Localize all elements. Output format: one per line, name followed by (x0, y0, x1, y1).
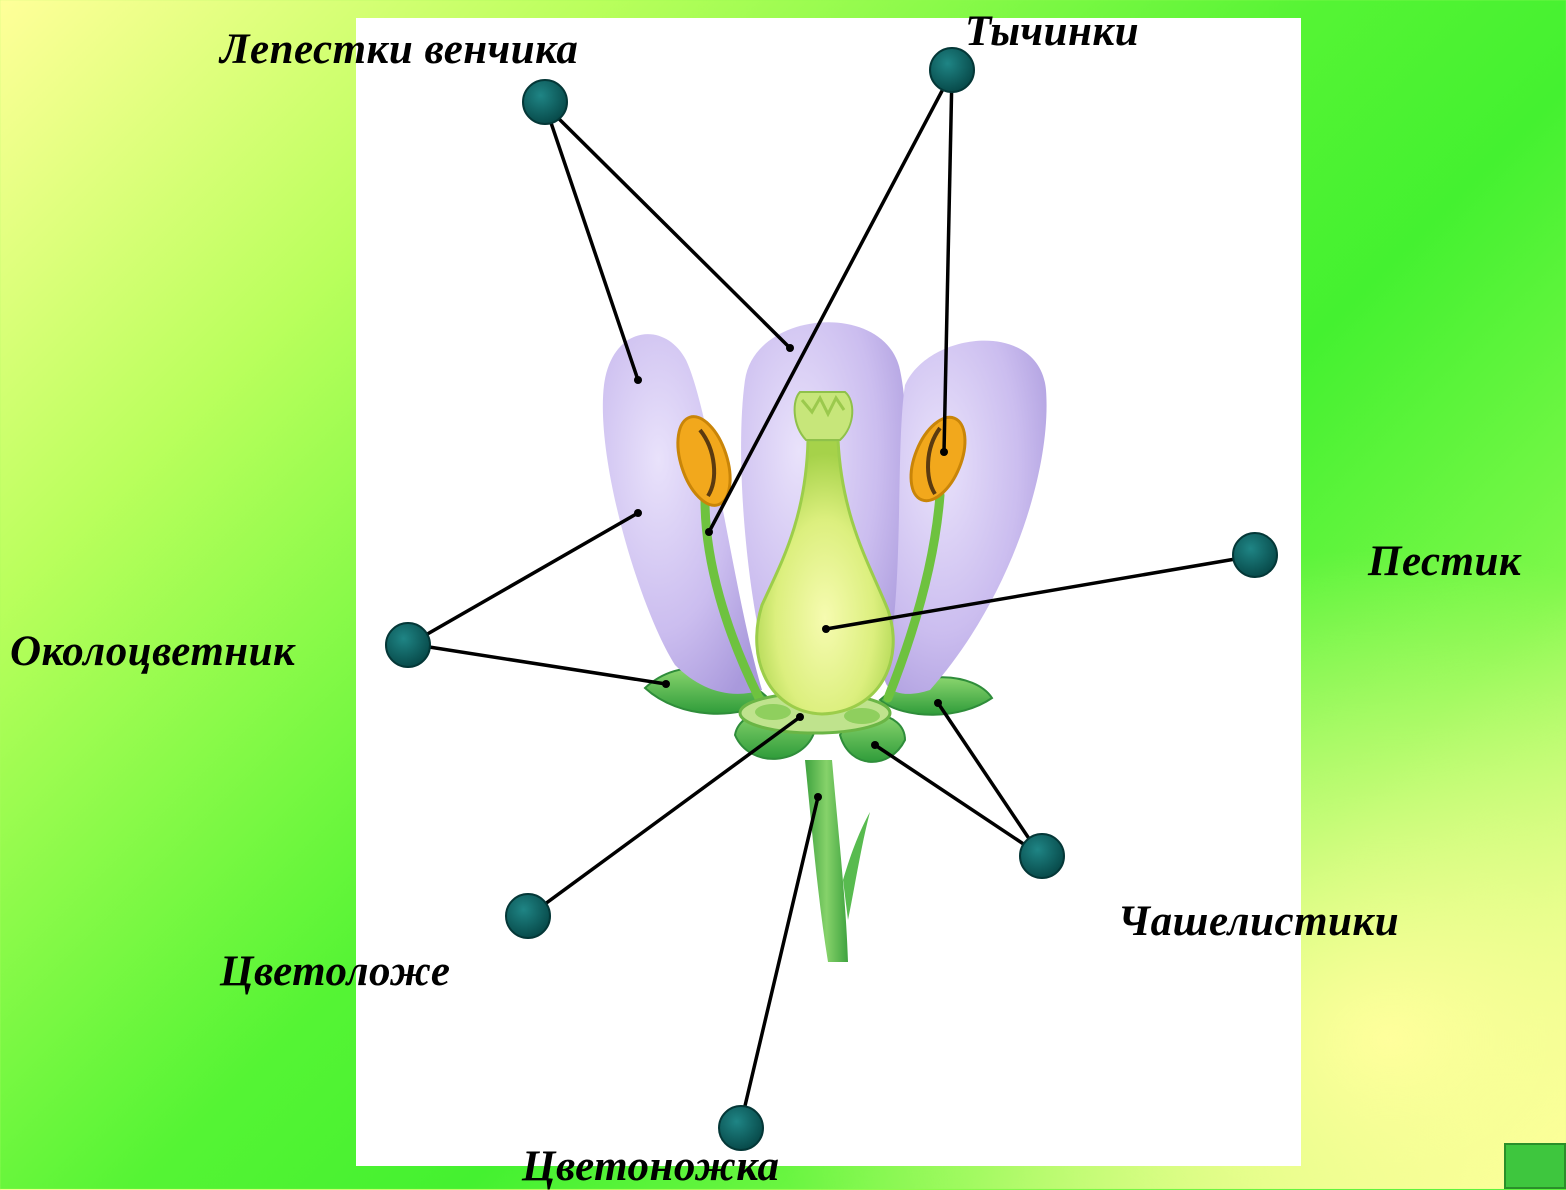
label-receptacle: Цветоложе (220, 950, 450, 993)
leader-line-sepal-right (938, 703, 1040, 855)
label-perianth: Околоцветник (10, 630, 295, 673)
leader-line-perianth-sepal (410, 644, 666, 684)
leader-line-petal-left (545, 105, 638, 380)
leader-line-perianth-petal (410, 513, 638, 644)
marker-perianth[interactable] (386, 623, 430, 667)
square-button-icon[interactable] (1504, 1143, 1566, 1189)
label-sepals: Чашелистики (1118, 900, 1399, 943)
label-pistil: Пестик (1368, 540, 1521, 583)
label-pedicel: Цветоножка (522, 1145, 780, 1188)
label-stamens: Тычинки (965, 10, 1139, 53)
marker-pistil[interactable] (1233, 533, 1277, 577)
marker-sepals[interactable] (1020, 834, 1064, 878)
label-corolla-petals: Лепестки венчика (220, 28, 578, 71)
leader-line-sepal-bottom (875, 745, 1040, 855)
pedicel-stem (805, 760, 870, 962)
marker-receptacle[interactable] (506, 894, 550, 938)
leader-line-petal-middle (545, 105, 790, 348)
marker-corolla-petals[interactable] (523, 80, 567, 124)
leader-line-pedicel (740, 797, 818, 1127)
leader-line-receptacle (530, 717, 800, 915)
